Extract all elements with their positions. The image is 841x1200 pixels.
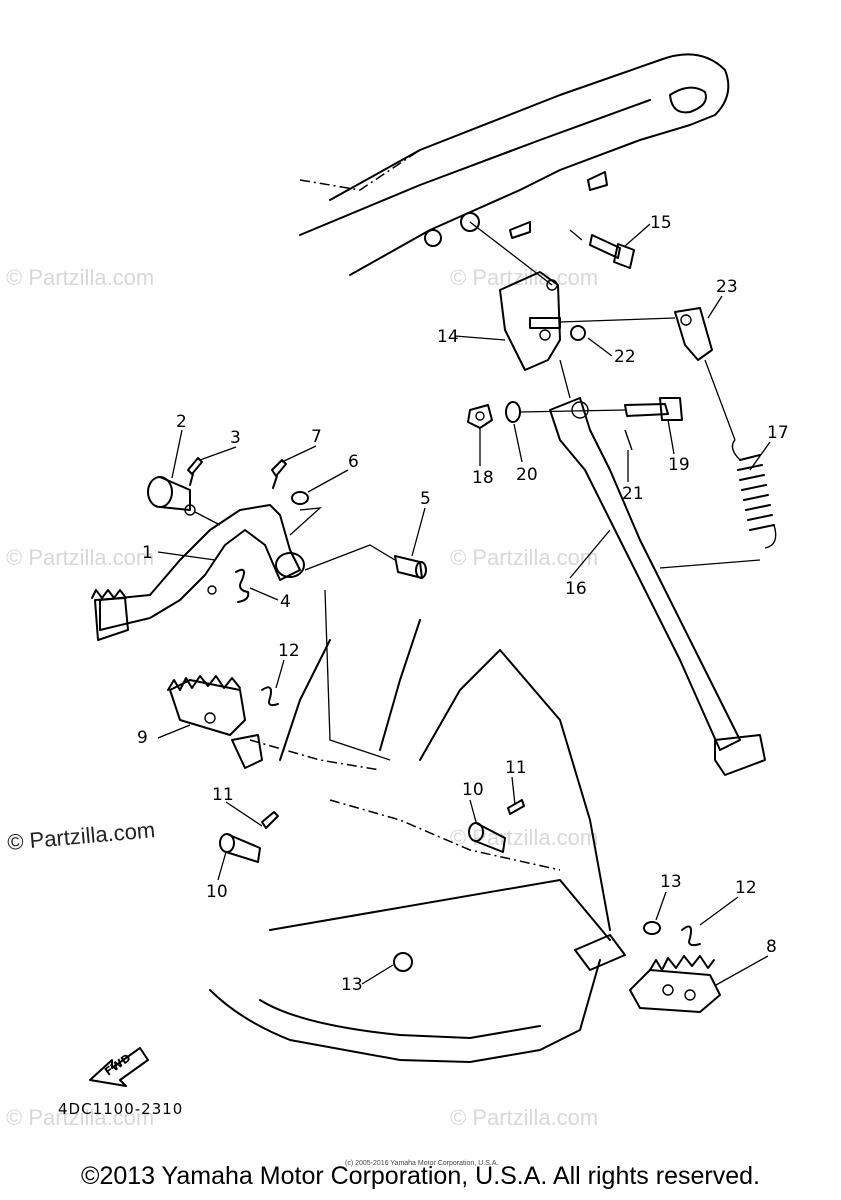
watermark: © Partzilla.com (450, 545, 598, 570)
callout-15: 15 (650, 213, 672, 233)
watermark: © Partzilla.com (6, 545, 154, 570)
fwd-arrow: FWD (89, 1047, 149, 1087)
diagram-code: 4DC1100-2310 (58, 1100, 184, 1118)
callout-10-left: 10 (206, 882, 228, 902)
parts-diagram: © Partzilla.com © Partzilla.com © Partzi… (6, 53, 789, 1130)
callout-13-right: 13 (660, 872, 682, 892)
callout-5: 5 (420, 489, 431, 509)
footrest-left (167, 675, 279, 769)
callout-23: 23 (716, 277, 738, 297)
callout-13-left: 13 (341, 975, 363, 995)
callout-leaders (157, 223, 771, 986)
side-stand (549, 359, 766, 776)
callout-21: 21 (622, 484, 644, 504)
callout-20: 20 (516, 465, 538, 485)
bolt (569, 229, 635, 269)
stand-fasteners (467, 397, 683, 451)
watermark: © Partzilla.com (450, 265, 598, 290)
callout-12-left: 12 (278, 641, 300, 661)
callout-16: 16 (565, 579, 587, 599)
callout-11-left: 11 (212, 785, 234, 805)
copyright-notice: ©2013 Yamaha Motor Corporation, U.S.A. A… (81, 1162, 760, 1190)
callout-12-right: 12 (735, 878, 757, 898)
footrest-pin-left (219, 811, 279, 863)
watermark: © Partzilla.com (450, 1105, 598, 1130)
footrest-pin-right (468, 799, 525, 853)
callout-1: 1 (142, 543, 153, 563)
return-spring (659, 359, 777, 569)
callout-9: 9 (137, 728, 148, 748)
pin-and-plate (529, 307, 713, 361)
small-parts (187, 457, 427, 603)
sidestand-bracket (469, 221, 561, 371)
callout-14: 14 (437, 327, 459, 347)
footrest-right (629, 921, 721, 1013)
small-copyright: (c) 2005-2016 Yamaha Motor Corporation, … (345, 1160, 499, 1167)
watermark: © Partzilla.com (6, 265, 154, 290)
pivot-shaft (147, 476, 221, 526)
callout-2: 2 (176, 412, 187, 432)
watermark: © Partzilla.com (6, 817, 156, 855)
callout-17: 17 (767, 423, 789, 443)
lower-frame (209, 589, 626, 1063)
frame-rail (299, 53, 730, 276)
callout-3: 3 (230, 428, 241, 448)
callout-11-right: 11 (505, 758, 527, 778)
callout-6: 6 (348, 452, 359, 472)
callout-18: 18 (472, 468, 494, 488)
callout-8: 8 (766, 937, 777, 957)
callout-19: 19 (668, 455, 690, 475)
watermark: © Partzilla.com (6, 1105, 154, 1130)
brake-pedal (91, 504, 305, 641)
callout-10-right: 10 (462, 780, 484, 800)
watermark: © Partzilla.com (450, 825, 598, 850)
callout-4: 4 (280, 592, 291, 612)
callout-7: 7 (311, 427, 322, 447)
callout-22: 22 (614, 347, 636, 367)
